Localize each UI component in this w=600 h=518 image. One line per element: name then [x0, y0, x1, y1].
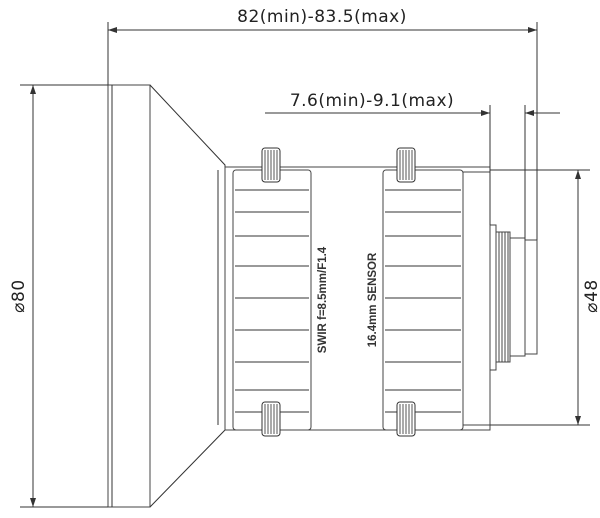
back-focal-dimension: 7.6(min)-9.1(max)	[265, 91, 560, 240]
focal-spec-label: SWIR f=8.5mm/F1.4	[317, 246, 329, 353]
body-diameter-value: ⌀48	[582, 279, 600, 312]
overall-length-dimension: 82(min)-83.5(max)	[107, 7, 538, 240]
front-diameter-dimension: ⌀80	[9, 84, 108, 508]
lock-screw-icon	[261, 401, 281, 437]
body-diameter-dimension: ⌀48	[490, 169, 600, 426]
front-barrel	[107, 84, 226, 508]
overall-length-value: 82(min)-83.5(max)	[237, 7, 407, 27]
iris-ring	[382, 169, 464, 431]
front-diameter-value: ⌀80	[9, 279, 29, 312]
lock-screw-icon	[396, 147, 416, 183]
lock-screw-icon	[396, 401, 416, 437]
back-focal-value: 7.6(min)-9.1(max)	[290, 91, 454, 111]
sensor-spec-label: 16.4mm SENSOR	[367, 252, 379, 347]
focus-ring	[232, 169, 312, 431]
lock-screw-icon	[261, 147, 281, 183]
